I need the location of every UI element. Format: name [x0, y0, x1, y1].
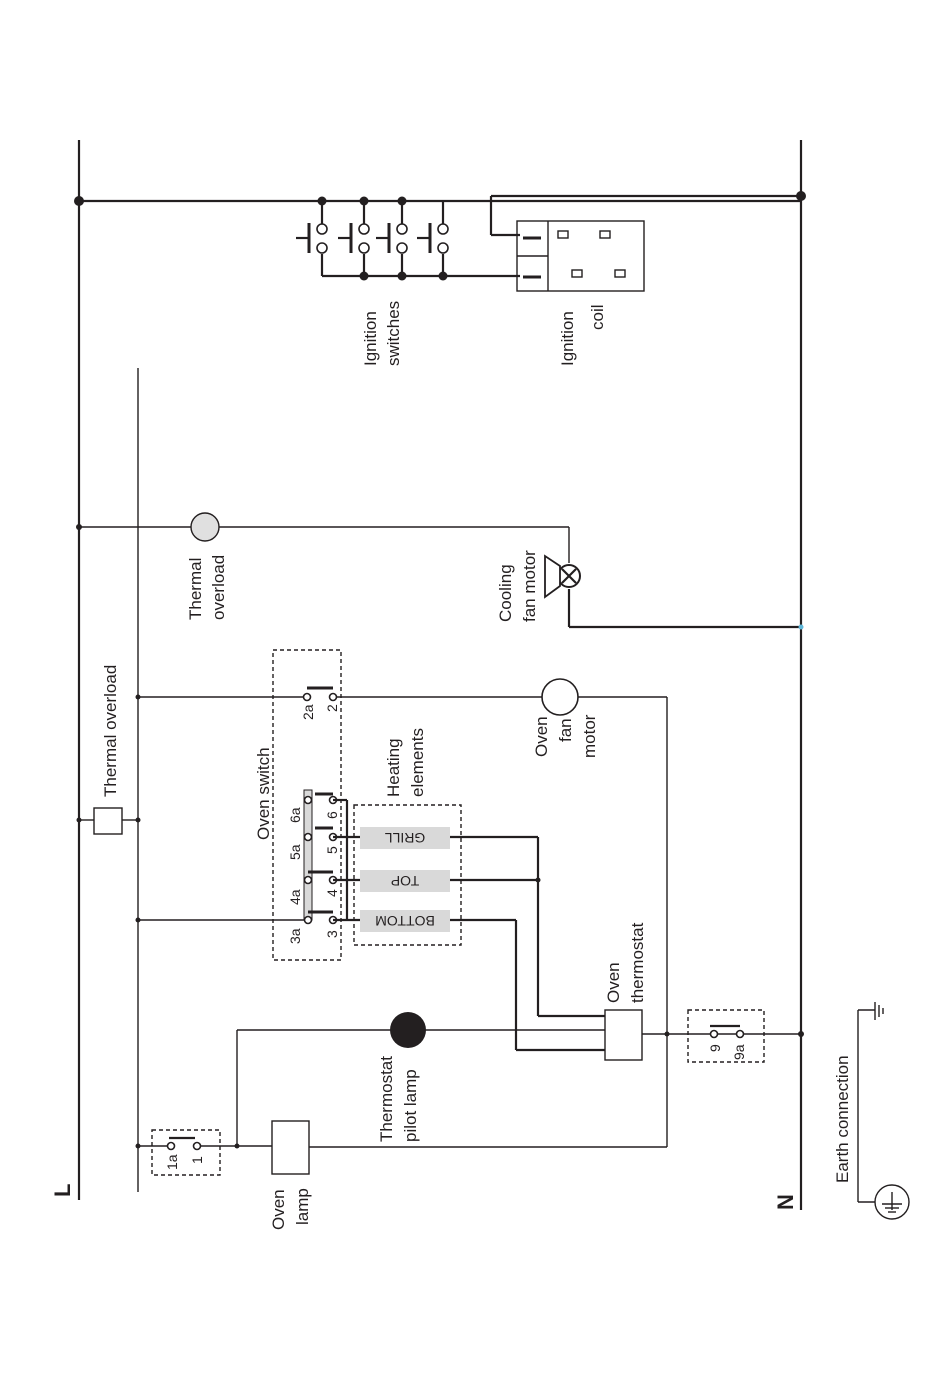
terminal-2: 2	[324, 704, 340, 712]
main-thermal-overload-label: Thermal overload	[101, 665, 120, 797]
ignition-switch-2	[338, 223, 369, 253]
oven-thermostat-label-2: thermostat	[628, 922, 647, 1003]
fan-thermal-overload-label: Thermal	[186, 558, 205, 620]
terminal-6: 6	[324, 811, 340, 819]
pilot-lamp-label: Thermostat	[377, 1056, 396, 1142]
earth-connection	[858, 1002, 909, 1219]
oven-lamp-label-2: lamp	[293, 1188, 312, 1225]
top-element: TOP	[360, 870, 450, 892]
live-rail-label: L	[50, 1184, 75, 1197]
heating-elements-label-2: elements	[408, 728, 427, 797]
door-switch	[688, 1010, 764, 1062]
ignition-circuit	[74, 191, 806, 281]
neutral-rail-label: N	[773, 1194, 798, 1210]
oven-thermostat-label: Oven	[604, 962, 623, 1003]
terminal-5: 5	[324, 846, 340, 854]
earth-connection-label: Earth connection	[833, 1055, 852, 1183]
fan-thermal-overload-label-2: overload	[209, 555, 228, 620]
fan-thermal-overload	[191, 513, 219, 541]
ignition-coil-label: Ignition	[558, 311, 577, 366]
terminal-4a: 4a	[287, 889, 303, 905]
bottom-label: BOTTOM	[375, 913, 435, 929]
pilot-lamp-label-2: pilot lamp	[401, 1069, 420, 1142]
grill-label: GRILL	[385, 830, 426, 846]
terminal-9: 9	[707, 1044, 723, 1052]
terminal-4: 4	[324, 889, 340, 897]
thermostat-pilot-lamp	[237, 1012, 605, 1048]
terminal-3a: 3a	[287, 928, 303, 944]
oven-fan-label: Oven	[532, 716, 551, 757]
ignition-switches-label-2: switches	[384, 301, 403, 366]
terminal-2a: 2a	[300, 704, 316, 720]
ignition-switches-label: Ignition	[361, 311, 380, 366]
oven-lamp-label: Oven	[269, 1189, 288, 1230]
terminal-6a: 6a	[287, 807, 303, 823]
terminal-9a: 9a	[731, 1044, 747, 1060]
terminal-1a: 1a	[164, 1154, 180, 1170]
oven-switch-label: Oven switch	[254, 747, 273, 840]
ignition-switch-3	[376, 223, 407, 253]
heating-elements-label: Heating	[384, 738, 403, 797]
grill-element: GRILL	[360, 827, 450, 849]
terminal-3: 3	[324, 930, 340, 938]
oven-switch	[136, 650, 342, 960]
bottom-element: BOTTOM	[360, 910, 450, 932]
top-label: TOP	[391, 873, 420, 889]
oven-fan-label-2: fan	[556, 718, 575, 742]
cooling-fan-label-2: fan motor	[520, 550, 539, 622]
terminal-5a: 5a	[287, 844, 303, 860]
oven-lamp	[272, 1121, 667, 1174]
oven-fan-label-3: motor	[580, 714, 599, 758]
cooling-fan-label: Cooling	[496, 564, 515, 622]
cooling-fan-motor	[545, 556, 580, 597]
lamp-switch	[136, 1030, 273, 1175]
terminal-1: 1	[189, 1156, 205, 1164]
ignition-coil-label-2: coil	[588, 304, 607, 330]
ignition-switch-4	[417, 223, 448, 253]
oven-thermostat	[605, 1010, 804, 1060]
ignition-switch-1	[296, 223, 327, 253]
ignition-coil	[517, 221, 644, 291]
main-thermal-overload	[77, 808, 141, 834]
